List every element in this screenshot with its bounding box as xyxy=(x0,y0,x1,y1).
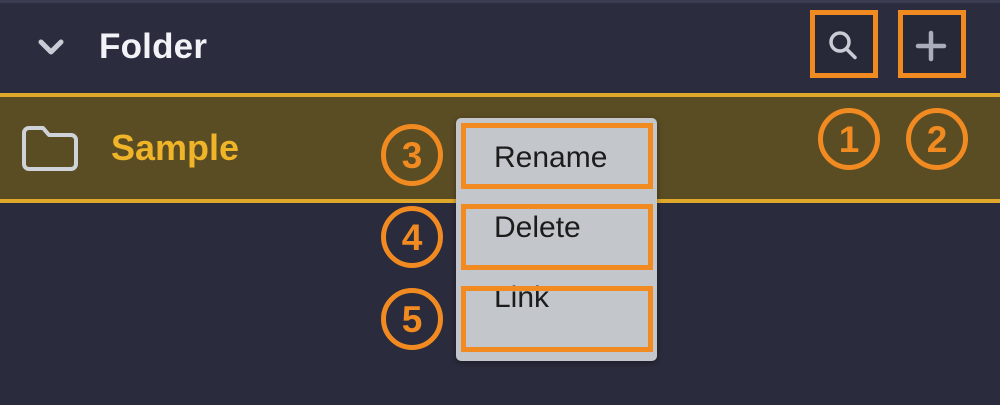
tree-row-label: Sample xyxy=(111,127,240,168)
panel-header: Folder xyxy=(0,0,1000,90)
page-title: Folder xyxy=(99,26,208,66)
menu-item-delete-label: Delete xyxy=(494,211,581,244)
menu-item-link-label: Link xyxy=(494,281,550,314)
context-menu: Rename Delete Link xyxy=(456,118,657,361)
menu-item-rename-label: Rename xyxy=(494,141,608,174)
plus-icon xyxy=(911,26,951,66)
menu-item-rename[interactable]: Rename xyxy=(456,123,657,193)
search-button[interactable] xyxy=(812,15,874,77)
search-icon xyxy=(823,26,863,66)
annotation-callout-4: 4 xyxy=(381,206,443,268)
menu-item-delete[interactable]: Delete xyxy=(456,193,657,263)
header-left-group: Folder xyxy=(0,27,207,67)
chevron-down-icon[interactable] xyxy=(34,30,68,64)
annotation-callout-5: 5 xyxy=(381,288,443,350)
menu-item-link[interactable]: Link xyxy=(456,263,657,333)
add-button[interactable] xyxy=(900,15,962,77)
folder-icon xyxy=(19,121,81,175)
